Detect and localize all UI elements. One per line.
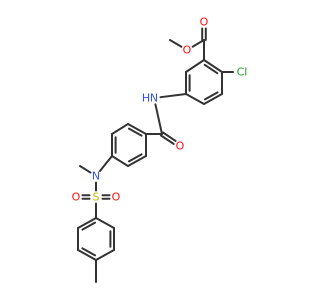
bond-a6-a1 bbox=[185, 59, 205, 73]
bond-b5-b6 bbox=[127, 155, 147, 167]
bond-b1-b2-inner bbox=[127, 127, 143, 137]
bond-a3-a4-inner bbox=[203, 91, 219, 101]
atom-O2-label: O bbox=[200, 16, 209, 29]
bond-b1-b2 bbox=[127, 123, 147, 135]
bond-C2-O3-a bbox=[160, 134, 175, 145]
bond-a1-a2 bbox=[203, 59, 223, 73]
bond-c6-c1 bbox=[95, 217, 115, 229]
bond-b4-N2 bbox=[99, 155, 113, 172]
bond-C2-O3-b bbox=[161, 131, 177, 142]
bond-c1-c2 bbox=[77, 217, 97, 229]
bond-O1-C1 bbox=[191, 39, 205, 48]
atom-Cl-label: Cl bbox=[237, 66, 248, 79]
atom-O3-label: O bbox=[176, 140, 185, 153]
bond-N2-Me2 bbox=[79, 165, 92, 174]
bond-b4-b5 bbox=[111, 155, 129, 167]
bond-c4-c5 bbox=[95, 249, 115, 261]
atom-N2-label: N bbox=[92, 170, 100, 183]
bond-a1-a2-inner bbox=[203, 63, 219, 75]
atom-O4-label: O bbox=[72, 191, 81, 204]
bond-N1-C2 bbox=[154, 103, 163, 135]
bond-a5-N1 bbox=[159, 93, 187, 99]
bond-a3-a4 bbox=[203, 93, 223, 105]
bond-layer bbox=[77, 27, 234, 283]
atom-O1-label: O bbox=[183, 44, 192, 57]
atom-H1-label: H bbox=[142, 92, 150, 105]
bond-b2-b3 bbox=[111, 123, 129, 135]
bond-b5-b6-inner bbox=[127, 153, 143, 163]
atom-O5-label: O bbox=[112, 191, 121, 204]
bond-c1-c2-inner bbox=[81, 221, 97, 231]
atom-N1-label: N bbox=[150, 92, 158, 105]
bond-Me1-O1 bbox=[169, 39, 183, 48]
bond-c3-c4-inner bbox=[81, 247, 97, 257]
bond-c3-c4 bbox=[77, 249, 97, 261]
atom-S1-label: S bbox=[93, 191, 100, 204]
bond-a4-a5 bbox=[185, 93, 205, 105]
